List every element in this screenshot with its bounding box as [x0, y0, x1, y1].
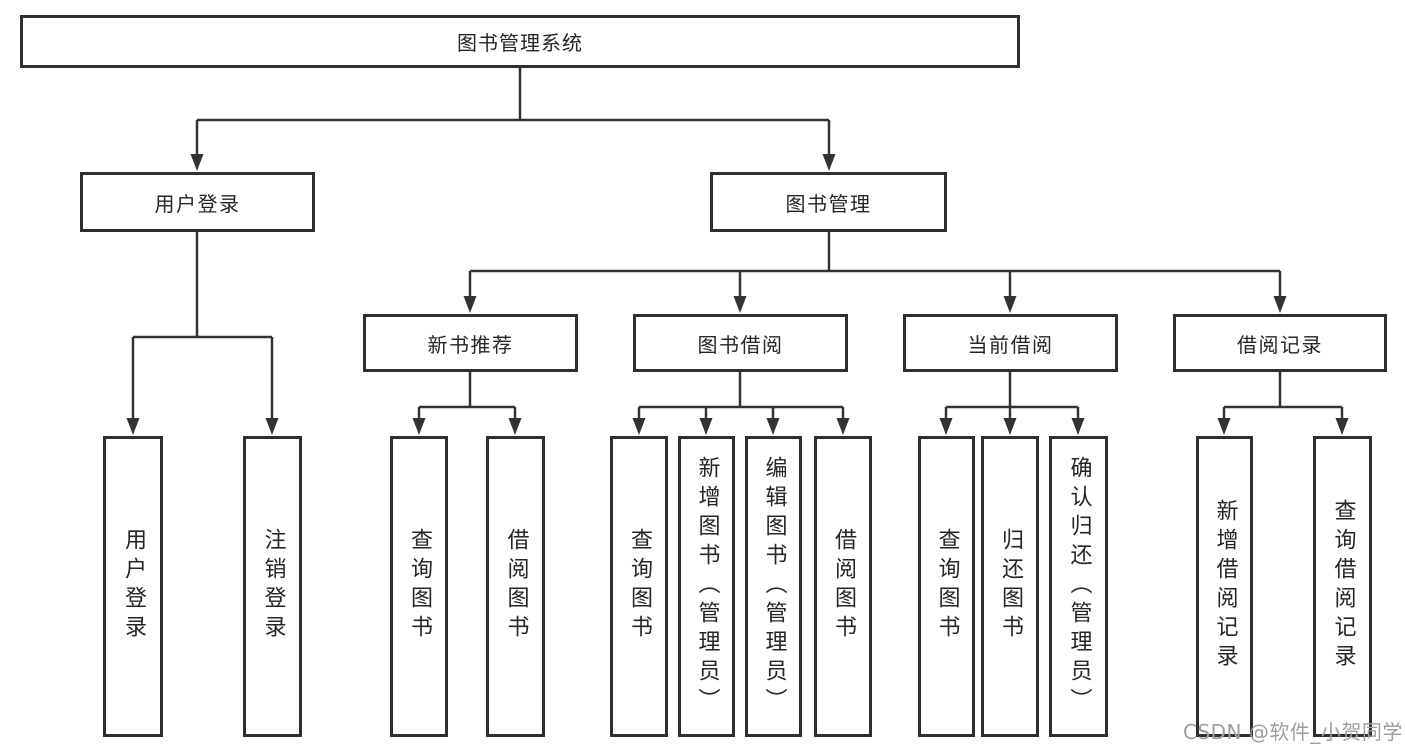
- leaf-label: 借阅图书: [831, 528, 856, 645]
- leaf-borrow-books: 借阅图书: [814, 436, 872, 737]
- connector-user-login-to-leaves: [126, 232, 279, 435]
- arrowhead-down-icon: [508, 418, 522, 435]
- arrowhead-down-icon: [733, 296, 747, 313]
- node-current-borrow: 当前借阅: [903, 314, 1118, 372]
- arrowhead-down-icon: [126, 418, 140, 435]
- connector-current-borrow-to-leaves: [939, 372, 1085, 435]
- arrowhead-down-icon: [939, 418, 953, 435]
- arrowhead-down-icon: [265, 418, 279, 435]
- csdn-watermark: CSDN @软件_小贺同学: [1183, 720, 1403, 744]
- node-user-login: 用户登录: [80, 172, 315, 232]
- leaf-add-books-admin: 新增图书（管理员）: [678, 436, 735, 737]
- leaf-label: 查询图书: [934, 528, 960, 645]
- arrowhead-down-icon: [1273, 296, 1287, 313]
- arrowhead-down-icon: [412, 418, 426, 435]
- leaf-user-login: 用户登录: [103, 436, 163, 737]
- leaf-label: 编辑图书（管理员）: [761, 455, 787, 718]
- connector-root-to-level2: [190, 68, 836, 171]
- connector-borrow-records-to-leaves: [1217, 372, 1349, 435]
- arrowhead-down-icon: [699, 418, 713, 435]
- leaf-label: 查询借阅记录: [1330, 499, 1356, 674]
- arrowhead-down-icon: [1071, 418, 1085, 435]
- leaf-add-borrow-record: 新增借阅记录: [1196, 436, 1253, 737]
- leaf-label: 注销登录: [260, 528, 286, 645]
- leaf-label: 查询图书: [407, 528, 432, 645]
- leaf-query-books-recommend: 查询图书: [390, 436, 448, 737]
- leaf-return-books: 归还图书: [981, 436, 1039, 737]
- leaf-query-books-borrow: 查询图书: [610, 436, 668, 737]
- node-book-management: 图书管理: [710, 172, 947, 232]
- leaf-logout: 注销登录: [243, 436, 302, 737]
- leaf-confirm-return-admin: 确认归还（管理员）: [1049, 436, 1108, 737]
- connector-book-borrow-to-leaves: [632, 372, 850, 435]
- leaf-label: 用户登录: [121, 528, 146, 645]
- node-new-book-recommend: 新书推荐: [363, 314, 578, 372]
- leaf-query-borrow-record: 查询借阅记录: [1313, 436, 1372, 737]
- arrowhead-down-icon: [766, 418, 780, 435]
- connector-new-book-recommend-to-leaves: [412, 372, 522, 435]
- node-borrow-records: 借阅记录: [1173, 314, 1387, 372]
- arrowhead-down-icon: [1003, 418, 1017, 435]
- arrowhead-down-icon: [1003, 296, 1017, 313]
- leaf-label: 确认归还（管理员）: [1066, 455, 1092, 718]
- connector-book-management-to-sections: [463, 232, 1287, 313]
- arrowhead-down-icon: [836, 418, 850, 435]
- node-book-borrow: 图书借阅: [633, 314, 848, 372]
- leaf-label: 新增借阅记录: [1212, 499, 1238, 674]
- leaf-label: 新增图书（管理员）: [694, 455, 720, 718]
- leaf-label: 归还图书: [998, 528, 1023, 645]
- arrowhead-down-icon: [822, 154, 836, 171]
- arrowhead-down-icon: [1217, 418, 1231, 435]
- leaf-label: 查询图书: [627, 528, 652, 645]
- arrowhead-down-icon: [1335, 418, 1349, 435]
- arrowhead-down-icon: [632, 418, 646, 435]
- leaf-query-books-current: 查询图书: [918, 436, 975, 737]
- arrowhead-down-icon: [463, 296, 477, 313]
- leaf-label: 借阅图书: [503, 528, 529, 645]
- leaf-borrow-books-recommend: 借阅图书: [486, 436, 545, 737]
- leaf-edit-books-admin: 编辑图书（管理员）: [745, 436, 802, 737]
- arrowhead-down-icon: [190, 154, 204, 171]
- node-root-system: 图书管理系统: [20, 15, 1020, 68]
